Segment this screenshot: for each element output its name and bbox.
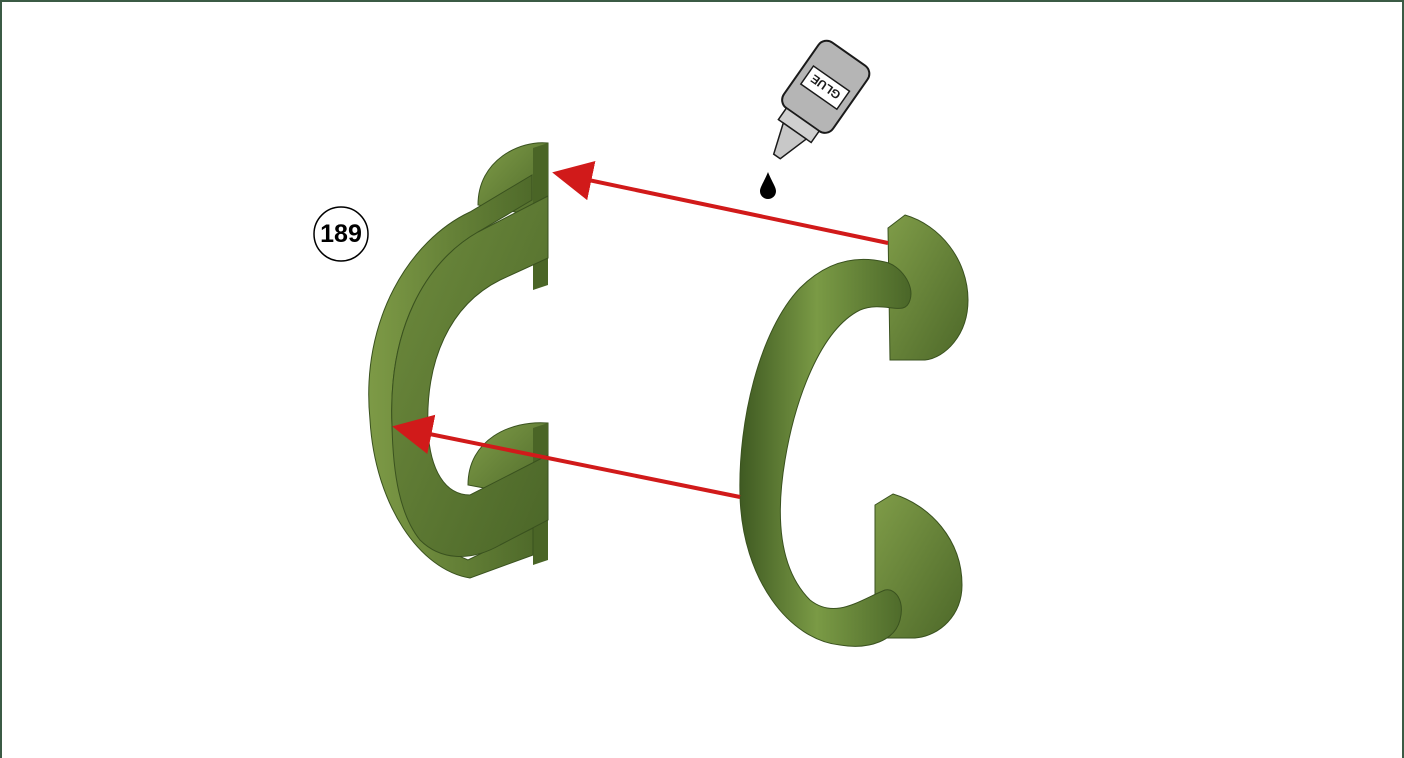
flat-arc-face (391, 195, 549, 557)
arrow-top (552, 161, 889, 245)
round-tube (739, 258, 912, 647)
step-badge: 189 (301, 205, 381, 263)
round-top-disc (887, 214, 969, 361)
arrow-bottom (392, 414, 741, 499)
flat-handle-half (368, 142, 549, 579)
step-circle (313, 206, 369, 262)
step-number: 189 (320, 219, 362, 248)
glue-drop-icon (760, 172, 776, 199)
glue-bottle-icon: GLUE (772, 39, 871, 160)
round-handle-half (739, 214, 969, 647)
